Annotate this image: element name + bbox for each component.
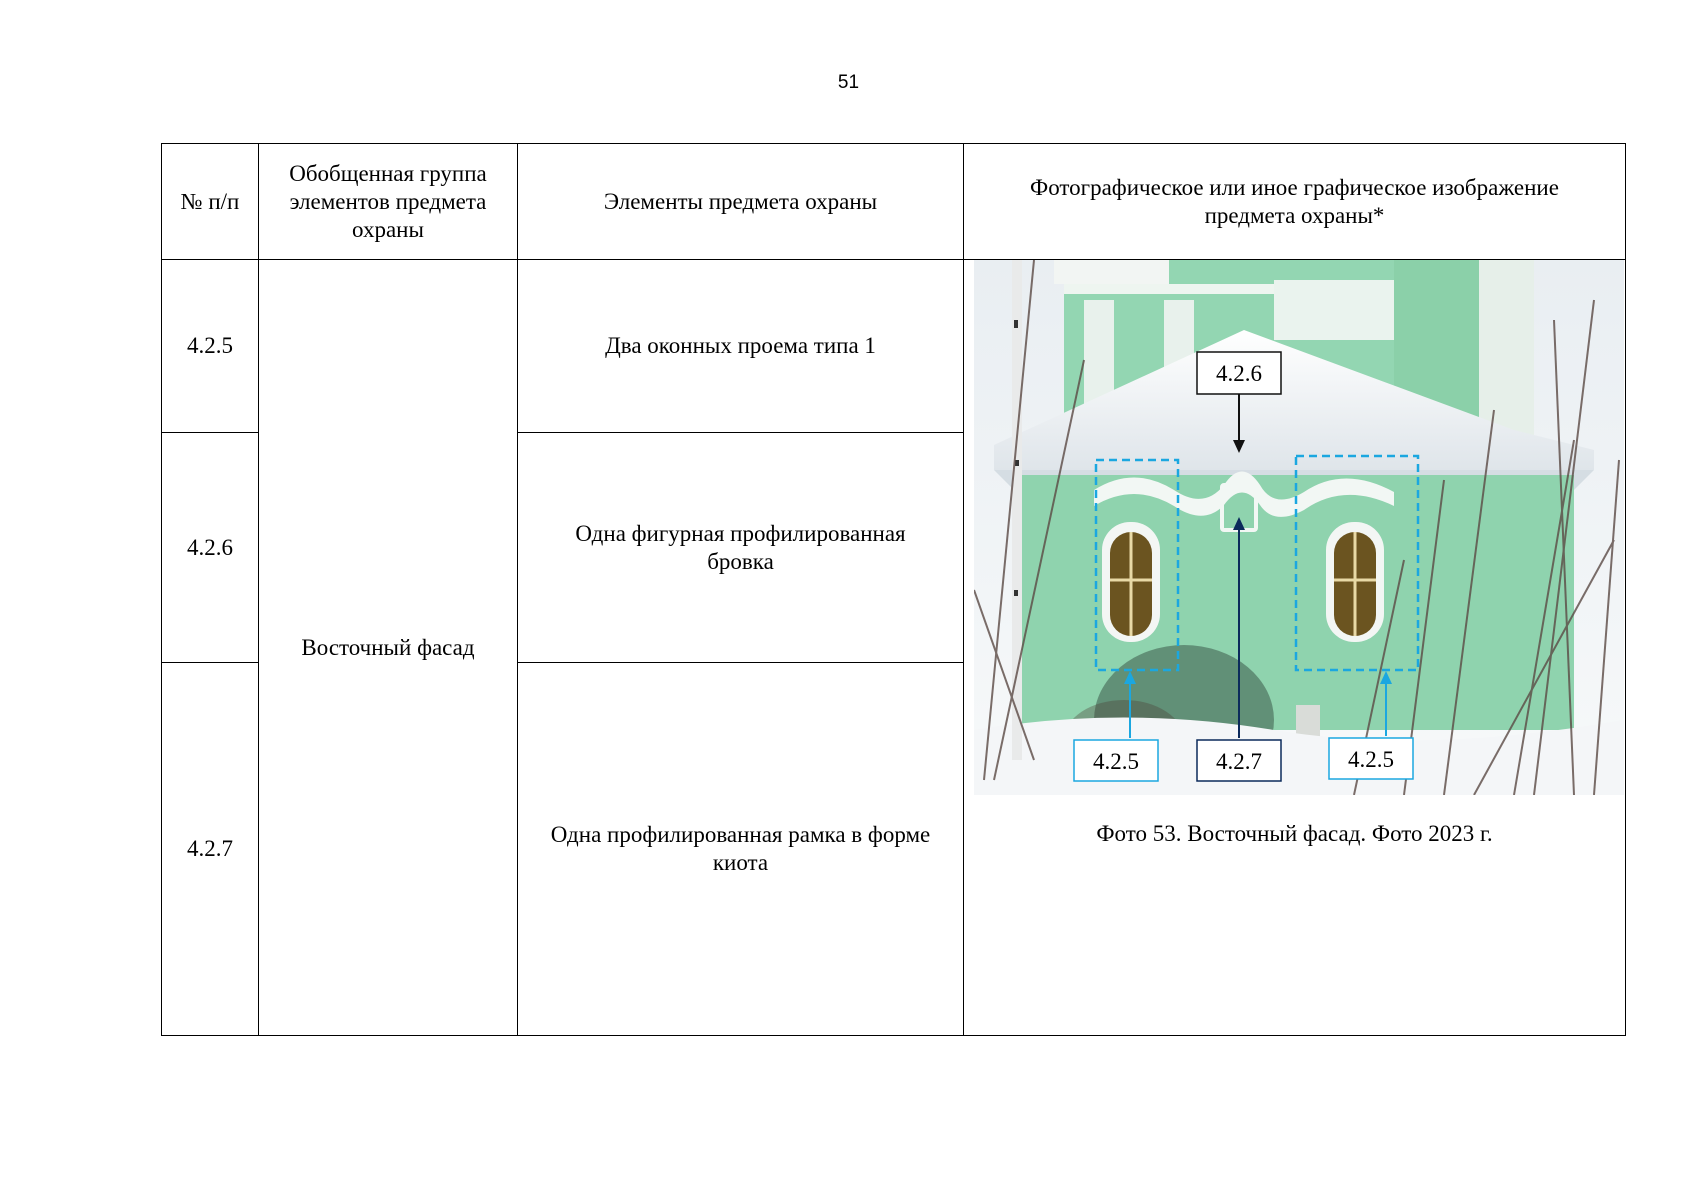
- svg-text:4.2.5: 4.2.5: [1348, 747, 1394, 772]
- table-row: 4.2.7 Одна профилированная рамка в форме…: [161, 662, 1626, 1036]
- header-photo: Фотографическое или иное графическое изо…: [963, 143, 1626, 260]
- header-elements: Элементы предмета охраны: [517, 143, 964, 260]
- row-element: Одна профилированная рамка в форме киота: [517, 662, 964, 1036]
- svg-text:4.2.6: 4.2.6: [1216, 361, 1262, 386]
- row-num: 4.2.7: [161, 662, 259, 1036]
- header-group: Обобщенная группа элементов предмета охр…: [258, 143, 518, 260]
- photo-caption: Фото 53. Восточный фасад. Фото 2023 г.: [1096, 821, 1493, 846]
- header-num: № п/п: [161, 143, 259, 260]
- label-4-2-6: 4.2.6: [1196, 351, 1282, 395]
- label-4-2-7: 4.2.7: [1196, 739, 1282, 782]
- page-number: 51: [837, 72, 860, 93]
- table-row: 4.2.6 Одна фигурная профилированная бров…: [161, 432, 1626, 663]
- window-highlight-right: [1294, 454, 1420, 672]
- row-element: Два оконных проема типа 1: [517, 259, 964, 433]
- group-cell: Восточный фасад: [258, 259, 518, 1036]
- table-row: 4.2.5 Восточный фасад Два оконных проема…: [161, 259, 1626, 1036]
- facade-photo: 4.2.6 4.2.5 4.2.7 4.2.5: [973, 259, 1624, 796]
- photo-cell: 4.2.6 4.2.5 4.2.7 4.2.5 Фо: [963, 259, 1626, 1036]
- table-header-row: № п/п Обобщенная группа элементов предме…: [161, 143, 1626, 260]
- svg-text:4.2.7: 4.2.7: [1216, 749, 1262, 774]
- label-4-2-5-left: 4.2.5: [1073, 739, 1159, 782]
- facade-photo-illustration: 4.2.6 4.2.5 4.2.7 4.2.5: [973, 259, 1624, 796]
- label-4-2-5-right: 4.2.5: [1328, 737, 1414, 780]
- row-num: 4.2.6: [161, 432, 259, 663]
- row-num: 4.2.5: [161, 259, 259, 433]
- protection-table: № п/п Обобщенная группа элементов предме…: [161, 143, 1626, 1036]
- row-element: Одна фигурная профилированная бровка: [517, 432, 964, 663]
- svg-text:4.2.5: 4.2.5: [1093, 749, 1139, 774]
- window-highlight-left: [1094, 458, 1180, 672]
